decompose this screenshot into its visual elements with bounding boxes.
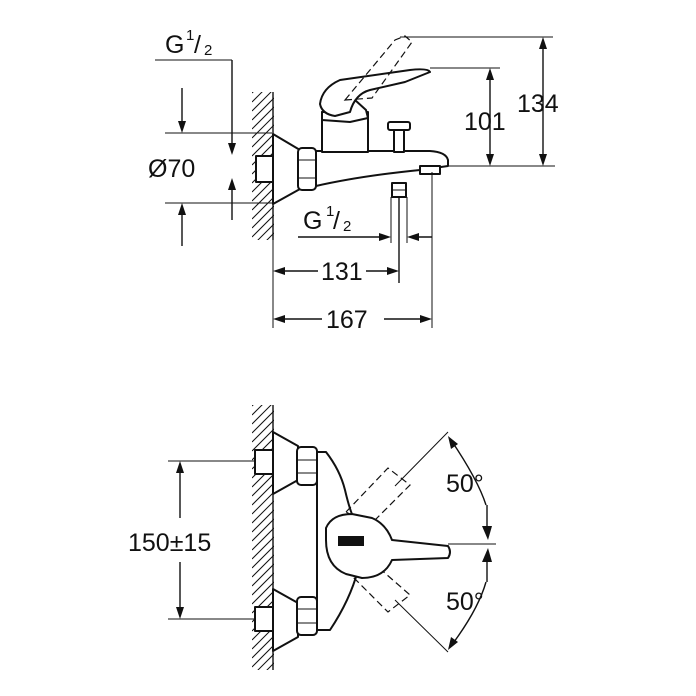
- height-spout-label: 101: [464, 108, 506, 136]
- angle-down-label: 50°: [446, 588, 484, 616]
- wall-hatch-line: [252, 196, 274, 220]
- wall-hatch-line: [252, 536, 274, 560]
- angle-line-down: [394, 599, 449, 653]
- wall-hatch-line: [257, 223, 274, 240]
- angle-up-label: 50°: [446, 470, 484, 498]
- wall-hatch-line: [252, 97, 274, 121]
- dimension-centre-distance: 150±15: [128, 460, 255, 620]
- wall-hatch-line: [252, 92, 272, 112]
- inlet-thread-slash: /: [194, 31, 201, 59]
- dimension-heights: 101 134: [400, 36, 559, 167]
- wall-hatch-line: [257, 653, 274, 670]
- centre-distance-label: 150±15: [128, 529, 211, 557]
- angle-arc-down: [450, 581, 487, 647]
- wall-hatch-line: [252, 672, 274, 694]
- angle-arc-up: [450, 439, 487, 506]
- height-total-label: 134: [517, 90, 559, 118]
- inlet-thread-num: 1: [186, 27, 194, 44]
- inlet-thread-letter: G: [165, 31, 184, 59]
- wall-hatch-line: [252, 419, 274, 443]
- lever-neutral: [325, 513, 451, 579]
- depth-total-label: 167: [326, 306, 368, 334]
- wall-hatch-line: [252, 405, 254, 407]
- wall-hatch-line: [252, 133, 274, 157]
- wall-hatch-line: [252, 681, 274, 696]
- wall-hatch-line: [252, 115, 274, 139]
- wall-hatch-line: [252, 205, 274, 229]
- wall-hatch-line: [252, 106, 274, 130]
- wall-hatch-line: [252, 428, 274, 452]
- wall-hatch-line: [252, 527, 274, 551]
- wall-hatch-line: [252, 92, 263, 103]
- wall-hatch-line: [252, 545, 274, 569]
- inlet-connector: [255, 133, 317, 205]
- wall-hatch-line: [252, 62, 274, 84]
- wall-hatch-line: [252, 410, 274, 434]
- outlet-thread-num: 1: [326, 203, 334, 220]
- wall-hatch-line: [252, 563, 274, 587]
- lever-raised-outline: [343, 35, 413, 101]
- wall-hatch-line: [266, 662, 274, 670]
- mixer-body: [315, 68, 449, 283]
- wall-hatch-line: [252, 690, 274, 696]
- front-view: 50° 50° 150±15: [128, 375, 496, 696]
- wall-hatch-line: [252, 554, 274, 578]
- wall-hatch-line: [252, 242, 274, 264]
- wall-hatch-line: [252, 482, 274, 506]
- wall-hatch-line: [252, 214, 274, 238]
- wall-hatch-line: [252, 518, 274, 542]
- wall-hatch-line: [252, 124, 274, 148]
- outlet-thread-letter: G: [303, 207, 322, 235]
- angle-line-up: [394, 431, 449, 487]
- wall-hatch-line: [252, 375, 274, 397]
- side-view: G 1 / 2 Ø70 101: [148, 27, 559, 334]
- outlet-thread-den: 2: [343, 218, 351, 235]
- wall-hatch-line: [252, 187, 274, 211]
- wall-hatch-line: [252, 251, 274, 273]
- wall-hatch-line: [252, 491, 274, 515]
- dimension-depths: 131 167: [272, 172, 433, 334]
- wall-bottom: [252, 375, 274, 696]
- wall-hatch-line: [252, 500, 274, 524]
- upper-connector: [254, 431, 318, 495]
- wall-hatch-line: [252, 405, 272, 425]
- wall-hatch-line: [252, 635, 274, 659]
- wall-hatch-line: [252, 92, 254, 94]
- wall-hatch-line: [252, 509, 274, 533]
- wall-hatch-line: [252, 644, 274, 668]
- wall-hatch-line: [252, 581, 274, 605]
- wall-hatch-line: [252, 260, 274, 282]
- wall-hatch-line: [252, 572, 274, 596]
- dimension-outlet-thread: G 1 / 2: [298, 197, 432, 243]
- dimension-inlet-thread: G 1 / 2: [155, 27, 236, 220]
- lower-connector: [254, 588, 318, 652]
- wall-hatch-line: [252, 473, 274, 497]
- diameter-label: Ø70: [148, 155, 195, 183]
- outlet-thread-slash: /: [333, 207, 340, 235]
- wall-hatch-line: [266, 232, 274, 240]
- dimension-diameter: Ø70: [148, 88, 272, 246]
- inlet-thread-den: 2: [204, 42, 212, 59]
- wall-hatch-line: [252, 269, 274, 291]
- wall-hatch-line: [252, 405, 263, 416]
- depth-outlet-label: 131: [321, 258, 363, 286]
